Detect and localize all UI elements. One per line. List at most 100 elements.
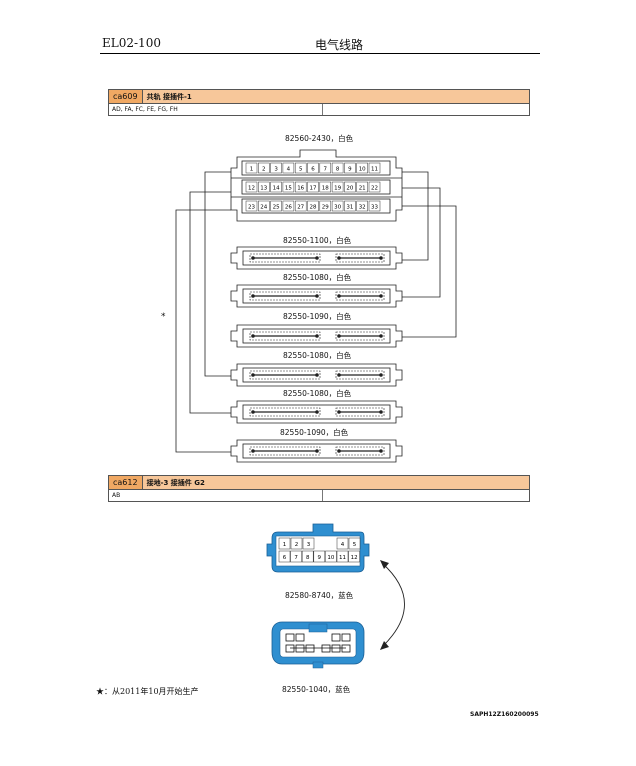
- sub-connector-label-3: 82550-1090，白色: [283, 312, 352, 321]
- footnote: ★：从2011年10月开始生产: [96, 687, 199, 696]
- pin-number: 31: [346, 205, 353, 211]
- pin-number: 11: [371, 167, 378, 173]
- pin-cell: [313, 550, 326, 563]
- pin-number: 5: [299, 167, 303, 173]
- pin-number: 27: [297, 205, 304, 211]
- pin-cell: [270, 162, 282, 174]
- blue-connector-label: 82580-8740，蓝色: [285, 591, 354, 600]
- pin-cell: [356, 181, 368, 193]
- pin-number: 15: [285, 186, 292, 192]
- pin-cell: [331, 200, 344, 212]
- pin-cell: [348, 537, 361, 550]
- pin-number: 10: [359, 167, 366, 173]
- pin-cell: [282, 200, 295, 212]
- pin-number: 8: [306, 555, 310, 561]
- pin-cell: [270, 181, 282, 193]
- pin-cell: [245, 181, 258, 193]
- pin-number: 1: [250, 167, 254, 173]
- connector-table-ca612: ca612 接地-3 接插件 G2 AB: [108, 475, 530, 502]
- page-title: 电气线路: [315, 38, 364, 52]
- pin-cell: [331, 162, 344, 174]
- pin-number: 23: [248, 205, 255, 211]
- pin-cell: [368, 162, 381, 174]
- connector-title: 接地-3 接插件 G2: [146, 478, 205, 487]
- pin-number: 2: [262, 167, 266, 173]
- applicability: AB: [109, 490, 323, 501]
- sub-connector-label-1: 82550-1100，白色: [283, 236, 352, 245]
- pin-number: 33: [371, 205, 378, 211]
- pin-number: 2: [295, 542, 299, 548]
- sub-connector: [230, 400, 403, 424]
- pin-number: 32: [359, 205, 366, 211]
- pin-cell: [294, 181, 307, 193]
- pin-cell: [245, 200, 258, 212]
- sub-connector-label-6: 82550-1090，白色: [280, 428, 349, 437]
- pin-cell: [356, 162, 368, 174]
- pin-number: 8: [336, 167, 340, 173]
- pin-cell: [307, 200, 319, 212]
- pin-cell: [258, 200, 270, 212]
- main-connector: [230, 149, 403, 222]
- pin-number: 29: [322, 205, 329, 211]
- pin-cell: [282, 181, 295, 193]
- pin-number: 22: [371, 186, 378, 192]
- sub-connector-label-2: 82550-1080，白色: [283, 273, 352, 282]
- pin-number: 4: [287, 167, 291, 173]
- pin-cell: [336, 550, 349, 563]
- pin-number: 1: [283, 542, 287, 548]
- pin-number: 25: [273, 205, 280, 211]
- pin-cell: [325, 550, 337, 563]
- pin-number: 12: [248, 186, 255, 192]
- sub-connector-label-5: 82550-1080，白色: [283, 389, 352, 398]
- sub-connector: [230, 363, 403, 387]
- pin-cell: [258, 162, 270, 174]
- pin-number: 10: [327, 555, 334, 561]
- pin-number: 9: [348, 167, 352, 173]
- header-divider: [100, 53, 540, 54]
- image-code: SAPH12Z160200095: [470, 711, 539, 718]
- pin-number: 6: [283, 555, 287, 561]
- main-connector-label: 82560-2430，白色: [285, 134, 354, 143]
- pin-number: 9: [318, 555, 322, 561]
- connection-lines: [175, 171, 457, 453]
- connector-code: ca609: [109, 90, 143, 103]
- blue-mate-connector: [271, 621, 365, 669]
- pin-number: 20: [346, 186, 353, 192]
- pin-number: 7: [294, 555, 298, 561]
- doc-code: EL02-100: [102, 36, 161, 50]
- applicability: AD, FA, FC, FE, FG, FH: [109, 104, 323, 115]
- pin-number: 12: [351, 555, 358, 561]
- connector-table-ca609: ca609 共轨 接插件-1 AD, FA, FC, FE, FG, FH: [108, 89, 530, 116]
- pin-cell: [270, 200, 282, 212]
- pin-cell: [258, 181, 270, 193]
- pin-number: 21: [359, 186, 366, 192]
- sub-connector: [230, 324, 403, 348]
- sub-connector-label-4: 82550-1080，白色: [283, 351, 352, 360]
- blue-mate-label: 82550-1040，蓝色: [282, 685, 351, 694]
- pin-cell: [344, 181, 356, 193]
- pin-number: 3: [307, 542, 311, 548]
- pin-number: 16: [297, 186, 304, 192]
- pin-number: 14: [273, 186, 280, 192]
- pin-cell: [331, 181, 344, 193]
- pin-cell: [245, 162, 258, 174]
- pin-cell: [356, 200, 368, 212]
- pin-cell: [319, 181, 332, 193]
- connector-title: 共轨 接插件-1: [146, 92, 192, 101]
- pin-cell: [278, 550, 291, 563]
- pin-number: 26: [285, 205, 292, 211]
- pin-cell: [319, 162, 332, 174]
- pin-number: 11: [339, 555, 346, 561]
- pin-cell: [344, 162, 356, 174]
- pin-number: 17: [310, 186, 317, 192]
- sub-connectors: [230, 246, 403, 463]
- pin-number: 19: [334, 186, 341, 192]
- pin-cell: [336, 537, 349, 550]
- connector-code: ca612: [109, 476, 143, 489]
- sub-connector: [230, 246, 403, 270]
- pin-cell: [290, 550, 302, 563]
- pin-number: 13: [260, 186, 267, 192]
